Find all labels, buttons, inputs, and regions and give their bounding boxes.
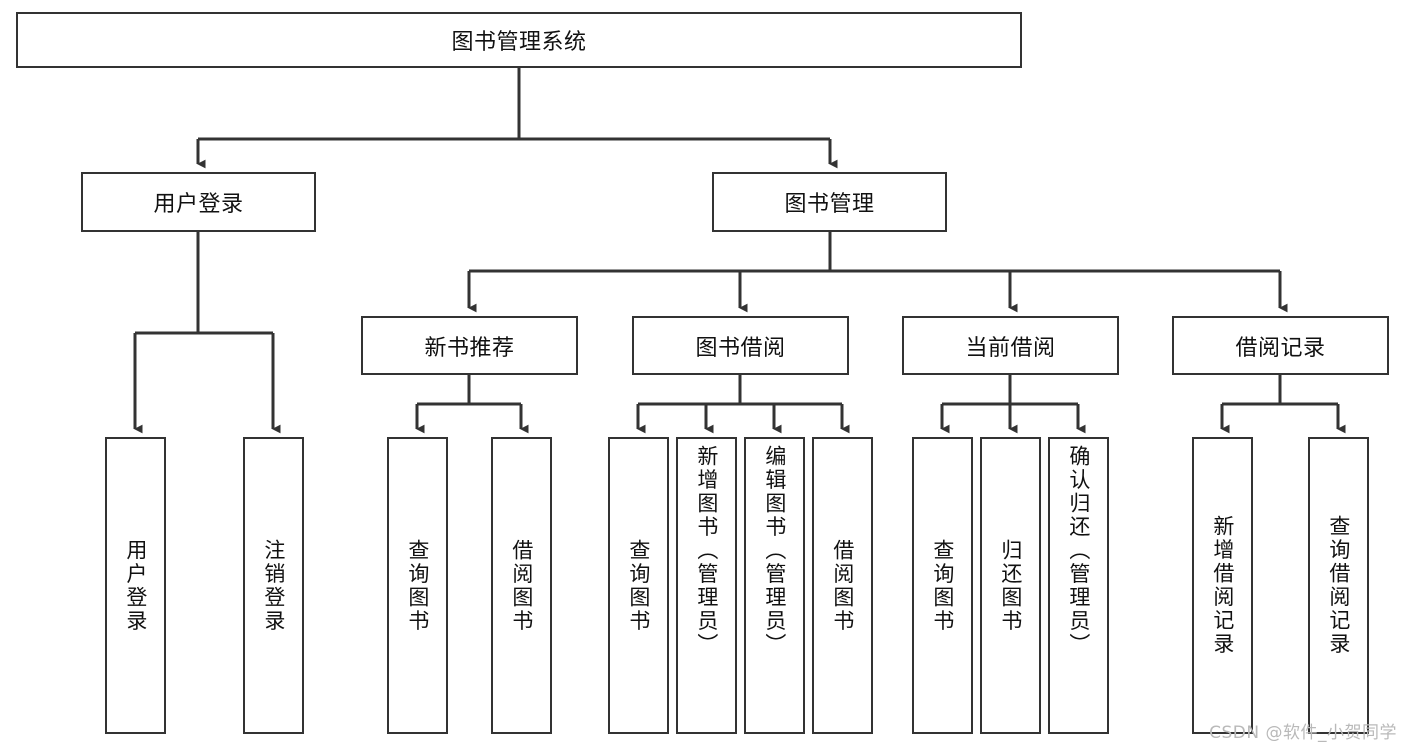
node-root-label: 图书管理系统 — [451, 30, 587, 55]
leaf-current-borrow-1-label: 查询图书 — [930, 538, 955, 633]
node-book-borrow[interactable]: 图书借阅 — [632, 316, 849, 375]
leaf-current-borrow-1[interactable]: 查询图书 — [912, 437, 973, 734]
leaf-book-borrow-3-label: 编辑图书（管理员） — [762, 445, 787, 657]
leaf-current-borrow-2[interactable]: 归还图书 — [980, 437, 1041, 734]
node-book-manage-label: 图书管理 — [784, 192, 875, 217]
leaf-user-login-2-label: 注销登录 — [261, 538, 286, 633]
leaf-borrow-record-2[interactable]: 查询借阅记录 — [1308, 437, 1369, 734]
leaf-borrow-record-2-label: 查询借阅记录 — [1326, 515, 1351, 656]
node-current-borrow[interactable]: 当前借阅 — [902, 316, 1119, 375]
node-book-manage[interactable]: 图书管理 — [712, 172, 947, 232]
leaf-book-borrow-1[interactable]: 查询图书 — [608, 437, 669, 734]
leaf-book-borrow-1-label: 查询图书 — [626, 538, 651, 633]
node-new-book-recommend-label: 新书推荐 — [424, 335, 515, 361]
node-root[interactable]: 图书管理系统 — [16, 12, 1022, 68]
leaf-book-borrow-4[interactable]: 借阅图书 — [812, 437, 873, 734]
leaf-new-book-1-label: 查询图书 — [405, 538, 430, 633]
node-book-borrow-label: 图书借阅 — [695, 335, 786, 361]
leaf-user-login-1[interactable]: 用户登录 — [105, 437, 166, 734]
leaf-current-borrow-3-label: 确认归还（管理员） — [1066, 445, 1091, 657]
leaf-new-book-1[interactable]: 查询图书 — [387, 437, 448, 734]
leaf-borrow-record-1-label: 新增借阅记录 — [1210, 515, 1235, 656]
leaf-current-borrow-3[interactable]: 确认归还（管理员） — [1048, 437, 1109, 734]
leaf-borrow-record-1[interactable]: 新增借阅记录 — [1192, 437, 1253, 734]
node-borrow-record-label: 借阅记录 — [1235, 335, 1326, 361]
leaf-book-borrow-2-label: 新增图书（管理员） — [694, 445, 719, 657]
leaf-new-book-2-label: 借阅图书 — [509, 538, 534, 633]
leaf-book-borrow-3[interactable]: 编辑图书（管理员） — [744, 437, 805, 734]
node-current-borrow-label: 当前借阅 — [965, 335, 1056, 361]
node-user-login[interactable]: 用户登录 — [81, 172, 316, 232]
node-borrow-record[interactable]: 借阅记录 — [1172, 316, 1389, 375]
leaf-user-login-2[interactable]: 注销登录 — [243, 437, 304, 734]
leaf-book-borrow-4-label: 借阅图书 — [830, 538, 855, 633]
node-new-book-recommend[interactable]: 新书推荐 — [361, 316, 578, 375]
watermark: CSDN @软件_小贺同学 — [1209, 723, 1397, 743]
node-user-login-label: 用户登录 — [153, 192, 244, 217]
leaf-new-book-2[interactable]: 借阅图书 — [491, 437, 552, 734]
leaf-current-borrow-2-label: 归还图书 — [998, 538, 1023, 633]
leaf-user-login-1-label: 用户登录 — [123, 538, 148, 633]
leaf-book-borrow-2[interactable]: 新增图书（管理员） — [676, 437, 737, 734]
